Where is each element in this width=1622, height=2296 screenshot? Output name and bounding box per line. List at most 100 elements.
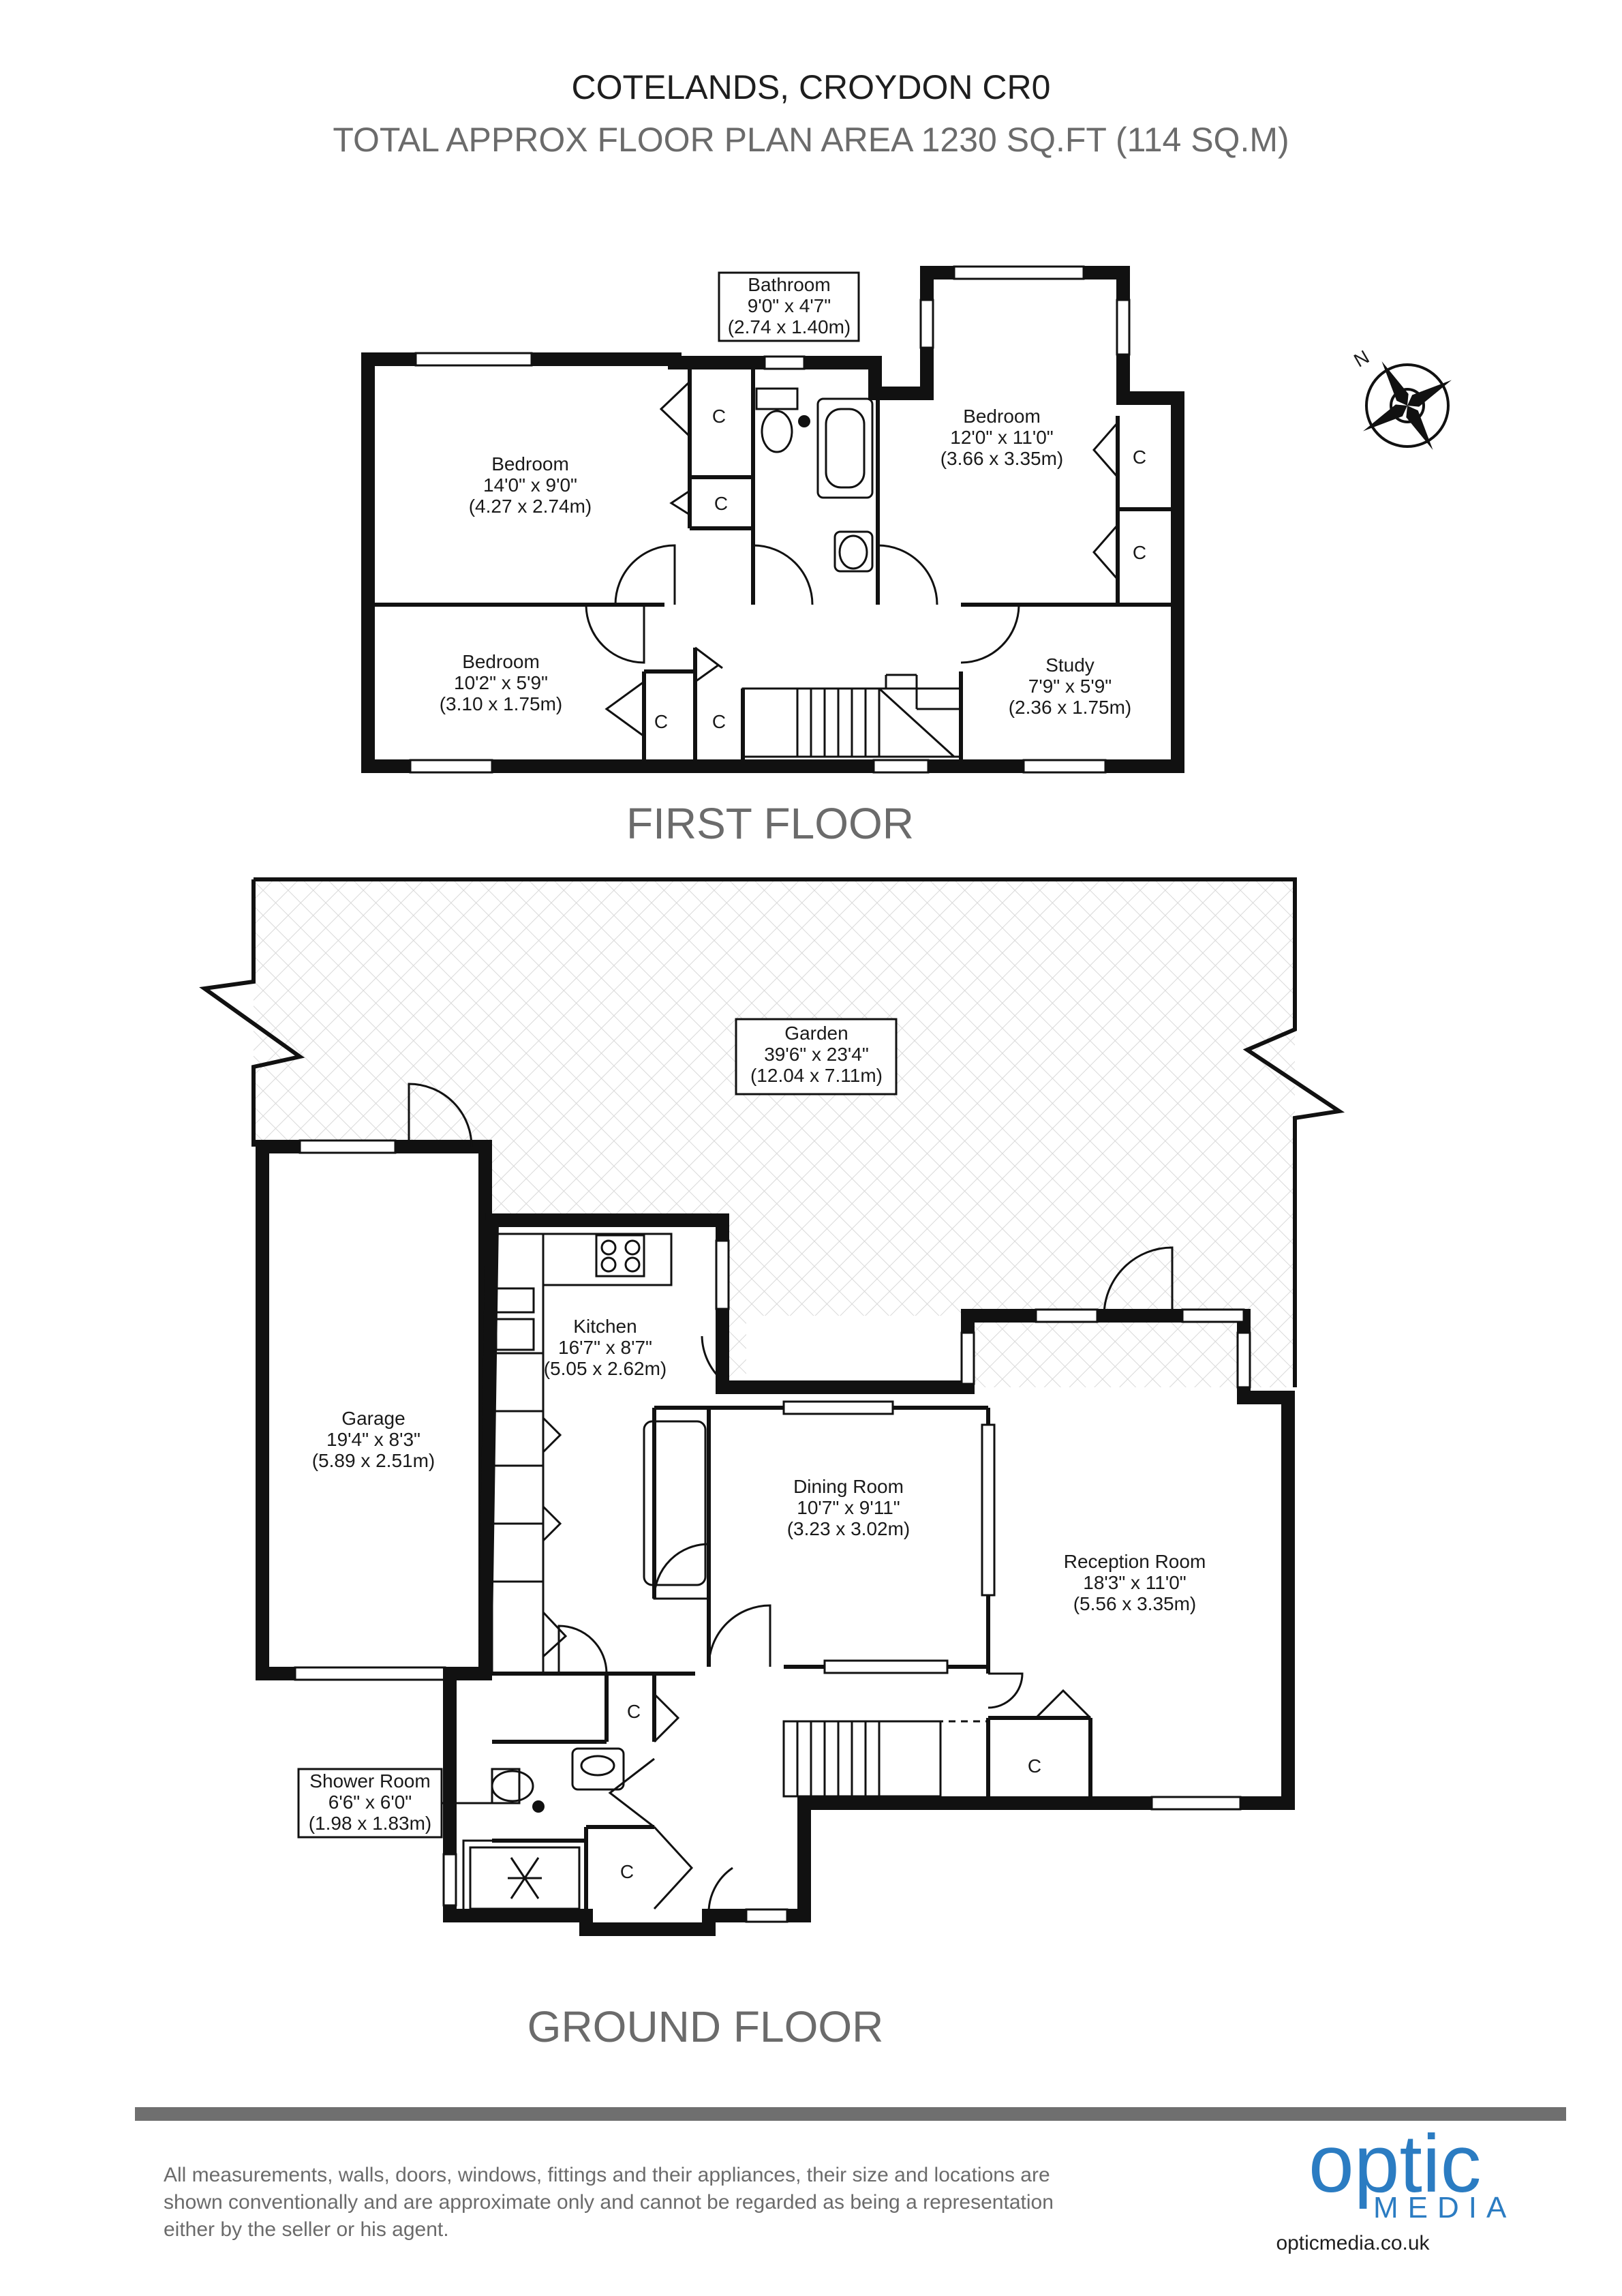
cupboard-label: C bbox=[712, 406, 726, 427]
ground-floor-label: GROUND FLOOR bbox=[527, 2002, 884, 2051]
ground-floor-stairs bbox=[782, 1720, 988, 1798]
cupboard-label: C bbox=[1028, 1755, 1041, 1777]
hob-icon bbox=[595, 1234, 645, 1278]
bedroom1-imperial: 14'0" x 9'0" bbox=[483, 474, 577, 496]
window bbox=[409, 759, 493, 774]
garage-door bbox=[294, 1666, 446, 1681]
door-bathroom bbox=[752, 544, 814, 605]
door-reception-cupboard bbox=[1035, 1689, 1092, 1719]
website-url: opticmedia.co.uk bbox=[1276, 2232, 1430, 2254]
first-floor-label: FIRST FLOOR bbox=[626, 799, 914, 848]
door-bedroom1 bbox=[614, 544, 676, 605]
window bbox=[919, 299, 934, 349]
logo-subtitle: MEDIA bbox=[1373, 2191, 1516, 2224]
bathroom-fittings bbox=[755, 387, 874, 573]
window bbox=[1035, 1308, 1099, 1323]
door-bedroom2 bbox=[876, 544, 938, 605]
window bbox=[763, 355, 806, 370]
door-front bbox=[707, 1867, 733, 1916]
bathroom-imperial: 9'0" x 4'7" bbox=[748, 295, 831, 316]
door-dining-hall bbox=[707, 1604, 771, 1667]
shower-room-label-box bbox=[297, 1768, 443, 1839]
window bbox=[1181, 1308, 1245, 1323]
dining-name: Dining Room bbox=[793, 1476, 904, 1497]
disclaimer-line-2: shown conventionally and are approximate… bbox=[164, 2191, 1054, 2214]
garage-imperial: 19'4" x 8'3" bbox=[326, 1429, 420, 1450]
washbasin-icon bbox=[571, 1747, 625, 1791]
disclaimer-line-1: All measurements, walls, doors, windows,… bbox=[164, 2164, 1050, 2186]
patio-door bbox=[823, 1659, 949, 1674]
disclaimer-line-3: either by the seller or his agent. bbox=[164, 2218, 449, 2241]
door-bedroom1-wardrobes bbox=[659, 380, 691, 516]
reception-name: Reception Room bbox=[1064, 1551, 1206, 1572]
door-bedroom2-wardrobes bbox=[1092, 422, 1119, 580]
cupboard-label: C bbox=[712, 711, 726, 732]
door-kitchen-cupboard bbox=[557, 1625, 608, 1674]
washbasin-icon bbox=[833, 530, 874, 573]
shower-name: Shower Room bbox=[309, 1770, 430, 1792]
window bbox=[442, 1853, 457, 1907]
bedroom3-imperial: 10'2" x 5'9" bbox=[454, 672, 548, 693]
door-garage-side bbox=[408, 1083, 473, 1147]
bathtub bbox=[816, 397, 874, 499]
plan-subtitle: TOTAL APPROX FLOOR PLAN AREA 1230 SQ.FT … bbox=[333, 121, 1289, 159]
compass-rose-icon: N bbox=[1350, 346, 1452, 450]
window bbox=[1236, 1331, 1251, 1389]
garden-imperial: 39'6" x 23'4" bbox=[764, 1044, 869, 1065]
cupboard-label: C bbox=[1133, 542, 1146, 563]
shower-room-fittings bbox=[462, 1747, 625, 1917]
door-linen-cupboard bbox=[694, 646, 723, 683]
sink-icon bbox=[495, 1287, 535, 1314]
door-bedroom3-cupboard bbox=[605, 680, 645, 738]
dining-imperial: 10'7" x 9'11" bbox=[797, 1497, 900, 1518]
toilet-flush-icon bbox=[798, 415, 810, 427]
garage-metric: (5.89 x 2.51m) bbox=[312, 1450, 435, 1471]
window bbox=[872, 759, 930, 774]
bedroom2-imperial: 12'0" x 11'0" bbox=[950, 427, 1053, 448]
door-kitchen-hall bbox=[653, 1543, 709, 1600]
bedroom3-metric: (3.10 x 1.75m) bbox=[440, 693, 563, 714]
door-reception-garden bbox=[1103, 1246, 1174, 1316]
footer-divider bbox=[135, 2107, 1566, 2121]
kitchen-metric: (5.05 x 2.62m) bbox=[544, 1358, 667, 1379]
window bbox=[299, 1139, 397, 1154]
dining-metric: (3.23 x 3.02m) bbox=[787, 1518, 911, 1539]
bedroom2-name: Bedroom bbox=[963, 406, 1041, 427]
toilet-flush-icon bbox=[532, 1800, 545, 1813]
ground-floor-plan: Garden 39'6" x 23'4" (12.04 x 7.11m) bbox=[199, 877, 1345, 2051]
bathroom-label-box bbox=[718, 271, 860, 342]
first-floor-plan: Bathroom 9'0" x 4'7" (2.74 x 1.40m) Bedr… bbox=[361, 265, 1184, 848]
cupboard-label: C bbox=[620, 1861, 634, 1882]
drainer-icon bbox=[495, 1318, 535, 1351]
garden-name: Garden bbox=[784, 1023, 848, 1044]
window bbox=[1150, 1796, 1242, 1811]
window bbox=[981, 1423, 996, 1597]
kitchen-imperial: 16'7" x 8'7" bbox=[558, 1337, 652, 1358]
garden-label-box bbox=[735, 1018, 898, 1096]
ground-floor-outer-wall bbox=[443, 1213, 1295, 1936]
door-hall-cupboard bbox=[653, 1693, 680, 1743]
first-floor-outer-wall bbox=[361, 266, 1184, 773]
reception-imperial: 18'3" x 11'0" bbox=[1083, 1572, 1186, 1593]
window bbox=[953, 265, 1085, 280]
garden-boundary bbox=[254, 877, 1345, 1387]
bathroom-metric: (2.74 x 1.40m) bbox=[728, 316, 851, 337]
garden-metric: (12.04 x 7.11m) bbox=[750, 1065, 883, 1086]
shower-metric: (1.98 x 1.83m) bbox=[309, 1813, 432, 1834]
door-reception-hall bbox=[988, 1672, 1024, 1709]
window bbox=[745, 1908, 789, 1923]
garage-name: Garage bbox=[341, 1408, 405, 1429]
compass-north-label: N bbox=[1350, 346, 1373, 372]
window bbox=[960, 1331, 975, 1385]
window bbox=[1022, 759, 1107, 774]
garden-boundary-west bbox=[199, 879, 305, 1147]
cupboard-label: C bbox=[1133, 447, 1146, 468]
shower-tray bbox=[462, 1839, 587, 1917]
door-shower-room bbox=[608, 1757, 655, 1828]
study-name: Study bbox=[1045, 654, 1095, 676]
door-bedroom3 bbox=[585, 604, 645, 664]
plan-title: COTELANDS, CROYDON CR0 bbox=[572, 68, 1051, 106]
kitchen-fittings bbox=[491, 1233, 724, 1675]
cupboard-label: C bbox=[627, 1701, 641, 1722]
